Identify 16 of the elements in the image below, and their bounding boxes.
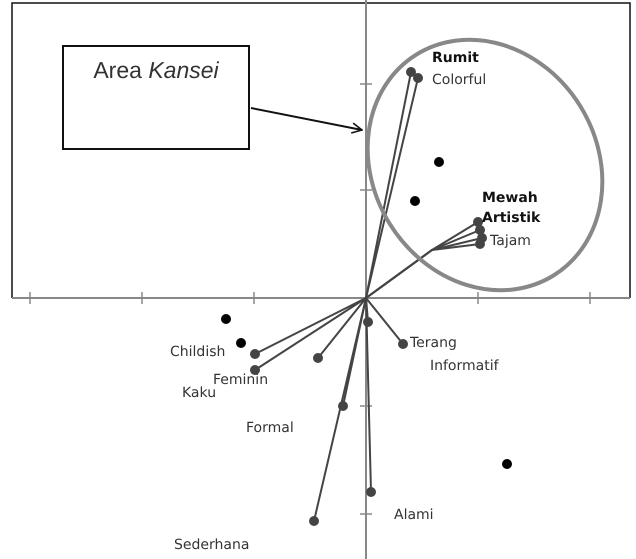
term-label: Kaku — [182, 386, 216, 400]
arrow — [250, 107, 363, 134]
term-label: Formal — [246, 421, 294, 435]
term-label: Colorful — [432, 73, 486, 87]
term-label: Alami — [394, 508, 434, 522]
term-label: Childish — [170, 345, 226, 359]
term-label: Sederhana — [174, 538, 250, 552]
term-label: Terang — [410, 336, 457, 350]
term-label: Artistik — [482, 211, 540, 225]
term-label: Informatif — [430, 359, 499, 373]
term-label: Tajam — [490, 234, 531, 248]
term-label: Feminin — [213, 373, 268, 387]
highlight-ellipse — [366, 38, 604, 292]
term-label: Rumit — [432, 51, 479, 65]
term-label: Mewah — [482, 191, 538, 205]
callout-box: Area Kansei — [62, 45, 250, 150]
